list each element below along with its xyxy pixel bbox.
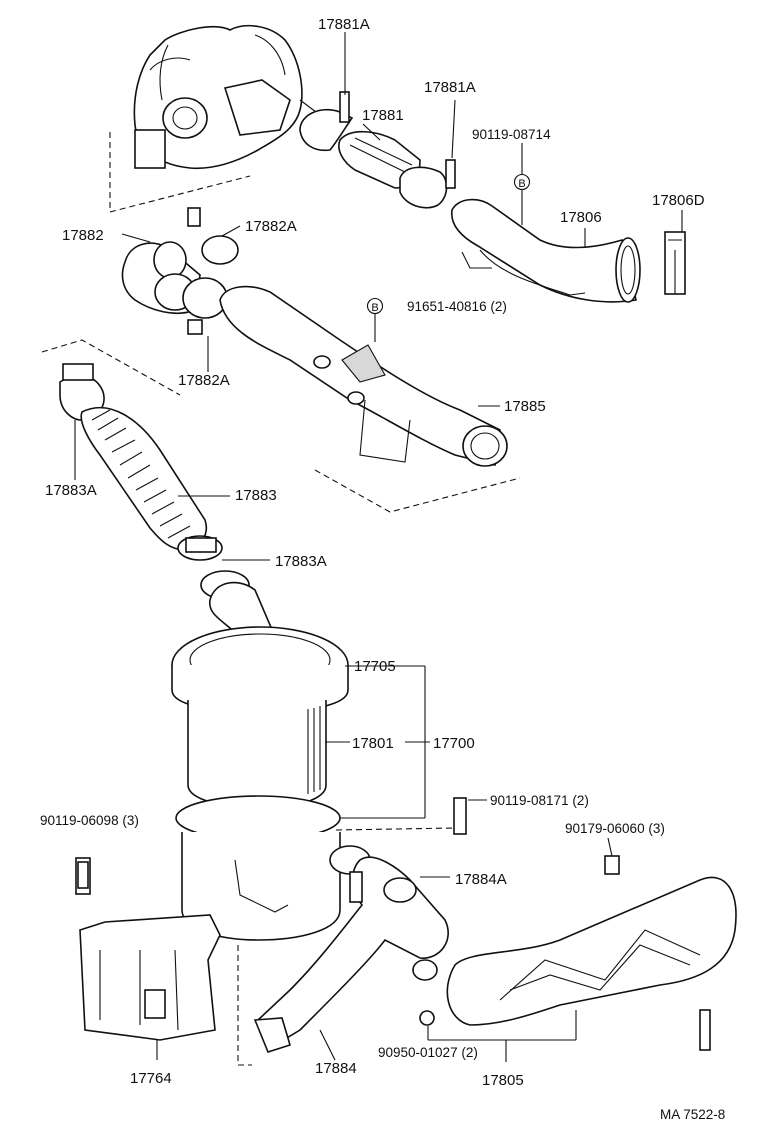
label-17700: 17700 bbox=[433, 735, 475, 752]
label-90179-06060: 90179-06060 (3) bbox=[565, 821, 665, 836]
duct-17884 bbox=[253, 856, 449, 1053]
dash-17885-box bbox=[314, 469, 521, 513]
label-17806D: 17806D bbox=[652, 192, 705, 209]
turbocharger bbox=[133, 24, 341, 170]
hose-17881 bbox=[299, 91, 456, 209]
dash-bolt-90119 bbox=[335, 827, 456, 831]
svg-text:B: B bbox=[371, 302, 378, 314]
air-cleaner bbox=[171, 581, 371, 941]
label-90950-01027: 90950-01027 (2) bbox=[378, 1045, 478, 1060]
resonator-17805 bbox=[419, 855, 737, 1051]
label-17801: 17801 bbox=[352, 735, 394, 752]
dash-17883-box bbox=[41, 339, 181, 396]
label-17885: 17885 bbox=[504, 398, 546, 415]
label-17764: 17764 bbox=[130, 1070, 172, 1087]
label-90119-08171: 90119-08171 (2) bbox=[490, 793, 589, 808]
dash-17764 bbox=[237, 945, 252, 1066]
label-90119-06098: 90119-06098 (3) bbox=[40, 813, 139, 828]
label-17806: 17806 bbox=[560, 209, 602, 226]
label-17881A-mid: 17881A bbox=[424, 79, 476, 96]
label-90119-08714: 90119-08714 bbox=[472, 127, 551, 142]
label-17882A-bot: 17882A bbox=[178, 372, 230, 389]
svg-text:B: B bbox=[518, 178, 525, 190]
label-17884: 17884 bbox=[315, 1060, 357, 1077]
label-17805: 17805 bbox=[482, 1072, 524, 1089]
hose-17882 bbox=[121, 207, 239, 335]
label-91651-40816: 91651-40816 (2) bbox=[407, 299, 507, 314]
bolt-90119-08171 bbox=[453, 797, 467, 835]
bolt-90119-06098 bbox=[77, 861, 89, 889]
label-17883A-left: 17883A bbox=[45, 482, 97, 499]
label-17705: 17705 bbox=[354, 658, 396, 675]
label-17881A-top: 17881A bbox=[318, 16, 370, 33]
label-17882A-top: 17882A bbox=[245, 218, 297, 235]
ref-circle-b1: B bbox=[513, 173, 531, 191]
pipe-17885 bbox=[219, 285, 508, 467]
label-17883A-right: 17883A bbox=[275, 553, 327, 570]
label-17882: 17882 bbox=[62, 227, 104, 244]
hose-17883 bbox=[59, 363, 250, 600]
label-17884A: 17884A bbox=[455, 871, 507, 888]
dash-turbo-box bbox=[109, 132, 251, 213]
ref-circle-b2: B bbox=[366, 297, 384, 315]
label-17883: 17883 bbox=[235, 487, 277, 504]
label-17881: 17881 bbox=[362, 107, 404, 124]
pipe-17806 bbox=[451, 198, 686, 303]
leader-lines bbox=[74, 32, 683, 1062]
catalog-code: MA 7522-8 bbox=[660, 1107, 725, 1122]
